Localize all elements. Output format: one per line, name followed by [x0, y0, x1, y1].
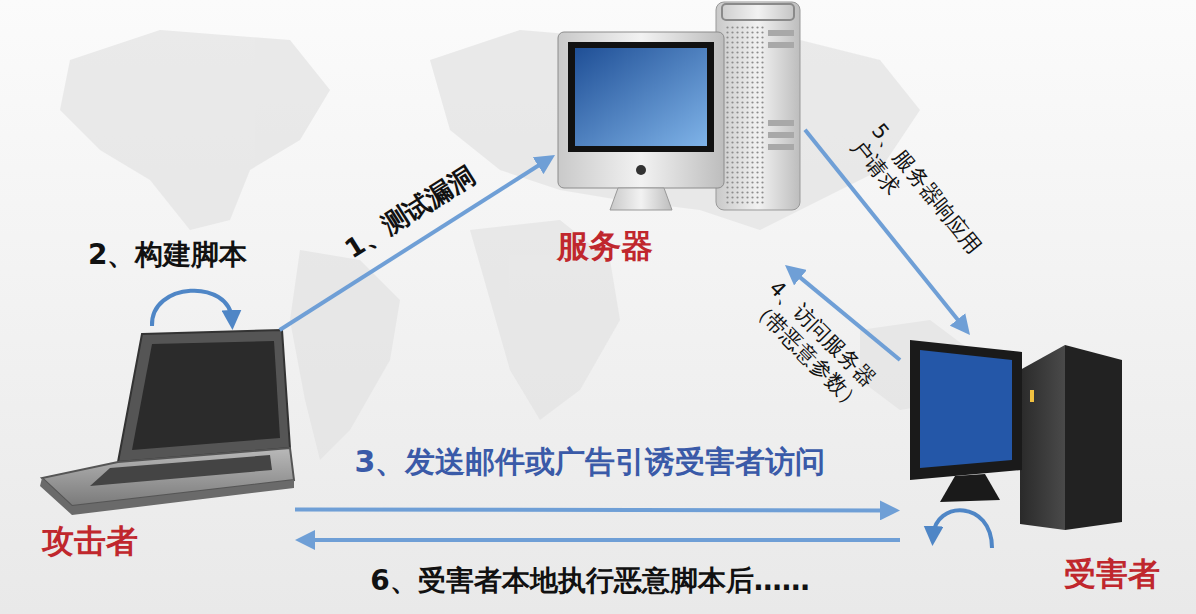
edge-label: 1、测试漏洞: [339, 159, 481, 266]
connector-arrow: [309, 538, 900, 542]
node-label: 受害者: [1064, 555, 1160, 593]
laptop-keyboard: [90, 455, 272, 486]
laptop-lid: [118, 330, 290, 462]
victim-node: 受害者: [900, 335, 1162, 593]
node-label: 攻击者: [42, 522, 138, 560]
server-node: 服务器: [555, 0, 805, 265]
edge-label-holder: 4、访问服务器 （带恶意参数）: [745, 275, 895, 425]
map-region: [60, 30, 330, 230]
logo: [636, 165, 646, 175]
tower-side: [1065, 345, 1122, 530]
laptop-edge: [40, 478, 294, 515]
edge-label: 6、受害者本地执行恶意脚本后……: [370, 563, 809, 598]
monitor-screen: [920, 350, 1012, 468]
tower-front: [1020, 345, 1065, 530]
connector-arrow: [280, 163, 544, 331]
node-label: 服务器: [557, 227, 653, 265]
monitor-screen: [575, 48, 707, 146]
edge-label-holder: 5、服务器响应用 户请求: [845, 118, 998, 290]
connector-arrow: [295, 509, 886, 510]
monitor-frame: [558, 32, 724, 188]
laptop-illustration: [40, 291, 294, 515]
step-label: 2、构建脚本: [88, 238, 247, 272]
tower-handle: [722, 4, 794, 20]
monitor-stand: [610, 188, 672, 210]
edge-label-holder: 6、受害者本地执行恶意脚本后……: [370, 563, 809, 598]
server-illustration: [558, 2, 800, 210]
attacker-node: 攻击者: [40, 330, 295, 560]
tower-grille: [724, 24, 764, 204]
edge-label: 4、访问服务器 （带恶意参数）: [745, 275, 895, 425]
edge-label: 5、服务器响应用 户请求: [845, 118, 998, 290]
tower-bay: [768, 144, 794, 150]
loop-arrow: [152, 291, 232, 326]
loop-arrow: [933, 510, 992, 548]
world-map: [60, 30, 970, 460]
monitor-stand: [940, 474, 1000, 502]
tower-bay: [768, 132, 794, 138]
monitor-bezel: [568, 42, 714, 152]
tower-bay: [768, 30, 794, 36]
tower-bay: [768, 42, 794, 48]
map-region: [430, 30, 920, 230]
monitor-frame: [910, 340, 1022, 480]
edge-label-holder: 1、测试漏洞: [339, 159, 481, 266]
edge-label: 3、发送邮件或广告引诱受害者访问: [355, 443, 826, 481]
server-tower: [716, 2, 800, 210]
tower-light: [1030, 390, 1034, 402]
victim-illustration: [910, 340, 1122, 548]
map-region: [290, 250, 400, 460]
tower-bay: [768, 120, 794, 126]
edge-label-holder: 3、发送邮件或广告引诱受害者访问: [355, 443, 826, 481]
laptop-screen: [132, 341, 280, 450]
